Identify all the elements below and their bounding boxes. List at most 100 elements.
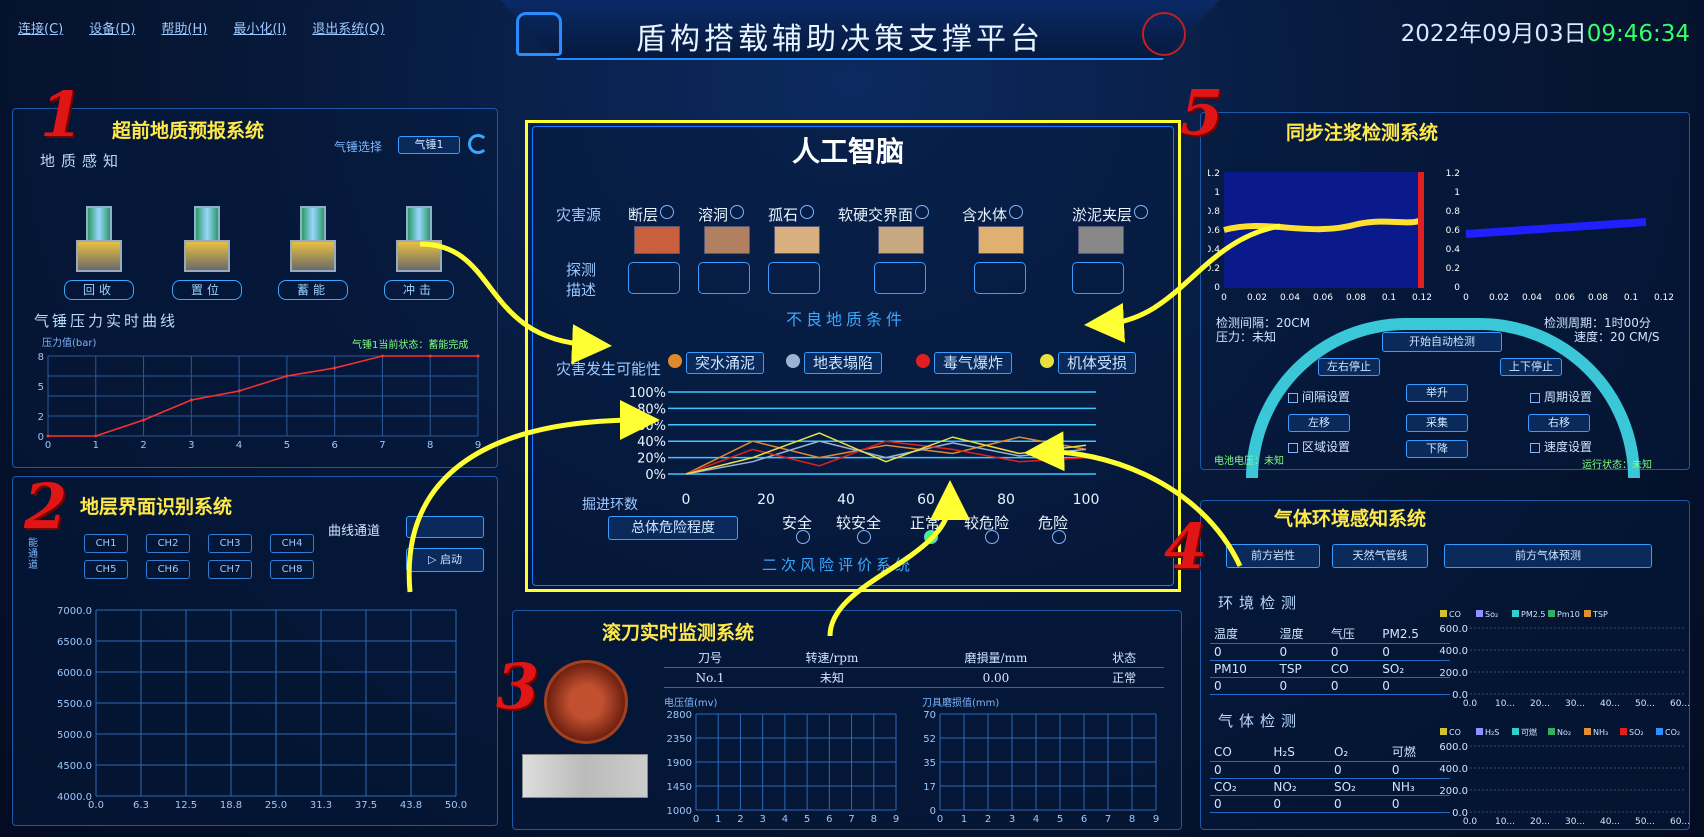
y-tick-label: 60% bbox=[637, 419, 666, 434]
ch3[interactable]: CH3 bbox=[208, 534, 252, 553]
y-tick-label: 0.4 bbox=[1446, 245, 1460, 255]
ch2[interactable]: CH2 bbox=[146, 534, 190, 553]
legend-label: No₂ bbox=[1557, 728, 1571, 737]
env-v: 0 bbox=[1326, 643, 1379, 661]
area-setting[interactable]: 区域设置 bbox=[1288, 438, 1350, 455]
gas-detect-label: 气体检测 bbox=[1218, 712, 1303, 730]
hazard-desc-box[interactable] bbox=[768, 262, 820, 294]
hammer-select[interactable]: 气锤1 bbox=[398, 136, 460, 154]
x-tick-label: 8 bbox=[871, 814, 877, 825]
pressure-ylabel: 压力值(bar) bbox=[42, 338, 97, 349]
x-tick-label: 2 bbox=[737, 814, 743, 825]
btn-position[interactable]: 置位 bbox=[172, 280, 242, 300]
x-tick-label: 0.08 bbox=[1588, 293, 1608, 303]
legend-item[interactable]: 地表塌陷 bbox=[804, 352, 882, 374]
legend-item[interactable]: 毒气爆炸 bbox=[934, 352, 1012, 374]
hazard-desc-box[interactable] bbox=[974, 262, 1026, 294]
legend-swatch bbox=[1548, 610, 1555, 617]
lift-button[interactable]: 举升 bbox=[1406, 384, 1468, 402]
x-tick-label: 50.0 bbox=[445, 800, 467, 811]
risk-level-radio[interactable] bbox=[1052, 530, 1066, 544]
menu-minimize[interactable]: 最小化(I) bbox=[233, 22, 287, 37]
btn-recover[interactable]: 回收 bbox=[64, 280, 134, 300]
hazard-desc-box[interactable] bbox=[874, 262, 926, 294]
period-setting[interactable]: 周期设置 bbox=[1530, 388, 1592, 405]
y-tick-label: 1450 bbox=[667, 782, 692, 793]
hazard-image bbox=[1078, 226, 1124, 254]
legend-item[interactable]: 突水涌泥 bbox=[686, 352, 764, 374]
speed-setting[interactable]: 速度设置 bbox=[1530, 438, 1592, 455]
x-tick-label: 9 bbox=[475, 440, 481, 451]
hazard-desc-box[interactable] bbox=[698, 262, 750, 294]
th-speed: 转速/rpm bbox=[756, 648, 908, 668]
menu-help[interactable]: 帮助(H) bbox=[161, 22, 208, 37]
x-tick-label: 10... bbox=[1495, 817, 1515, 827]
y-tick-label: 600.0 bbox=[1439, 742, 1468, 753]
refresh-icon[interactable] bbox=[468, 134, 488, 154]
auto-detect-button[interactable]: 开始自动检测 bbox=[1382, 332, 1502, 352]
y-tick-label: 400.0 bbox=[1439, 646, 1468, 657]
x-tick-label: 0.12 bbox=[1412, 293, 1432, 303]
x-tick-label: 0 bbox=[682, 492, 691, 508]
risk-level-radio[interactable] bbox=[924, 530, 938, 544]
hazard-desc-box[interactable] bbox=[1072, 262, 1124, 294]
ch1[interactable]: CH1 bbox=[84, 534, 128, 553]
hazard-image bbox=[878, 226, 924, 254]
possibility-label: 灾害发生可能性 bbox=[556, 360, 662, 378]
legend-swatch bbox=[1512, 728, 1519, 735]
overall-risk-button[interactable]: 总体危险程度 bbox=[608, 516, 738, 540]
ch6[interactable]: CH6 bbox=[146, 560, 190, 579]
menu-connect[interactable]: 连接(C) bbox=[18, 22, 64, 37]
hazard-src-label: 灾害源 bbox=[556, 206, 602, 224]
hazard-label: 软硬交界面 bbox=[838, 206, 914, 224]
btn-impact[interactable]: 冲击 bbox=[384, 280, 454, 300]
tab-gas-predict[interactable]: 前方气体预测 bbox=[1444, 544, 1652, 568]
hazard-radio[interactable] bbox=[800, 205, 814, 219]
panel3-title: 滚刀实时监测系统 bbox=[602, 622, 755, 644]
gas-v: 0 bbox=[1269, 761, 1330, 779]
legend-item[interactable]: 机体受损 bbox=[1058, 352, 1136, 374]
down-button[interactable]: 下降 bbox=[1406, 440, 1468, 458]
menu-device[interactable]: 设备(D) bbox=[89, 22, 136, 37]
tab-gasline[interactable]: 天然气管线 bbox=[1332, 544, 1428, 568]
legend-dot bbox=[786, 354, 800, 368]
x-tick-label: 1 bbox=[715, 814, 721, 825]
ud-stop-button[interactable]: 上下停止 bbox=[1500, 358, 1562, 376]
ch5[interactable]: CH5 bbox=[84, 560, 128, 579]
x-tick-label: 0 bbox=[1463, 293, 1469, 303]
hazard-desc-box[interactable] bbox=[628, 262, 680, 294]
hazard-radio[interactable] bbox=[1134, 205, 1148, 219]
ch7[interactable]: CH7 bbox=[208, 560, 252, 579]
hazard-radio[interactable] bbox=[660, 205, 674, 219]
start-button[interactable]: ▷ 启动 bbox=[406, 548, 484, 572]
btn-store[interactable]: 蓄能 bbox=[278, 280, 348, 300]
legend-label: 可燃 bbox=[1521, 727, 1537, 737]
clock-time: 09:46:34 bbox=[1586, 21, 1690, 47]
ch8[interactable]: CH8 bbox=[270, 560, 314, 579]
x-tick-label: 30... bbox=[1565, 817, 1585, 827]
cell-cutter[interactable]: No.1 bbox=[664, 667, 757, 688]
hazard-image bbox=[634, 226, 680, 254]
y-tick-label: 100% bbox=[629, 386, 666, 401]
hazard-radio[interactable] bbox=[915, 205, 929, 219]
x-tick-label: 1 bbox=[93, 440, 99, 451]
risk-level-radio[interactable] bbox=[857, 530, 871, 544]
env-detect-label: 环境检测 bbox=[1218, 594, 1303, 612]
hazard-radio[interactable] bbox=[730, 205, 744, 219]
ch4[interactable]: CH4 bbox=[270, 534, 314, 553]
tab-rock[interactable]: 前方岩性 bbox=[1226, 544, 1320, 568]
collect-button[interactable]: 采集 bbox=[1406, 414, 1468, 432]
risk-level-radio[interactable] bbox=[796, 530, 810, 544]
risk-level-radio[interactable] bbox=[985, 530, 999, 544]
left-button[interactable]: 左移 bbox=[1288, 414, 1350, 432]
env-h-pm25: PM2.5 bbox=[1378, 624, 1450, 644]
hazard-radio[interactable] bbox=[1009, 205, 1023, 219]
cell-state: 正常 bbox=[1084, 667, 1164, 688]
lr-stop-button[interactable]: 左右停止 bbox=[1318, 358, 1380, 376]
interval-setting[interactable]: 间隔设置 bbox=[1288, 388, 1350, 405]
channel-select[interactable] bbox=[406, 516, 484, 538]
right-button[interactable]: 右移 bbox=[1528, 414, 1590, 432]
menu-exit[interactable]: 退出系统(Q) bbox=[312, 22, 385, 37]
legend-label: CO₂ bbox=[1665, 728, 1680, 737]
run-state: 运行状态：未知 bbox=[1582, 460, 1652, 471]
